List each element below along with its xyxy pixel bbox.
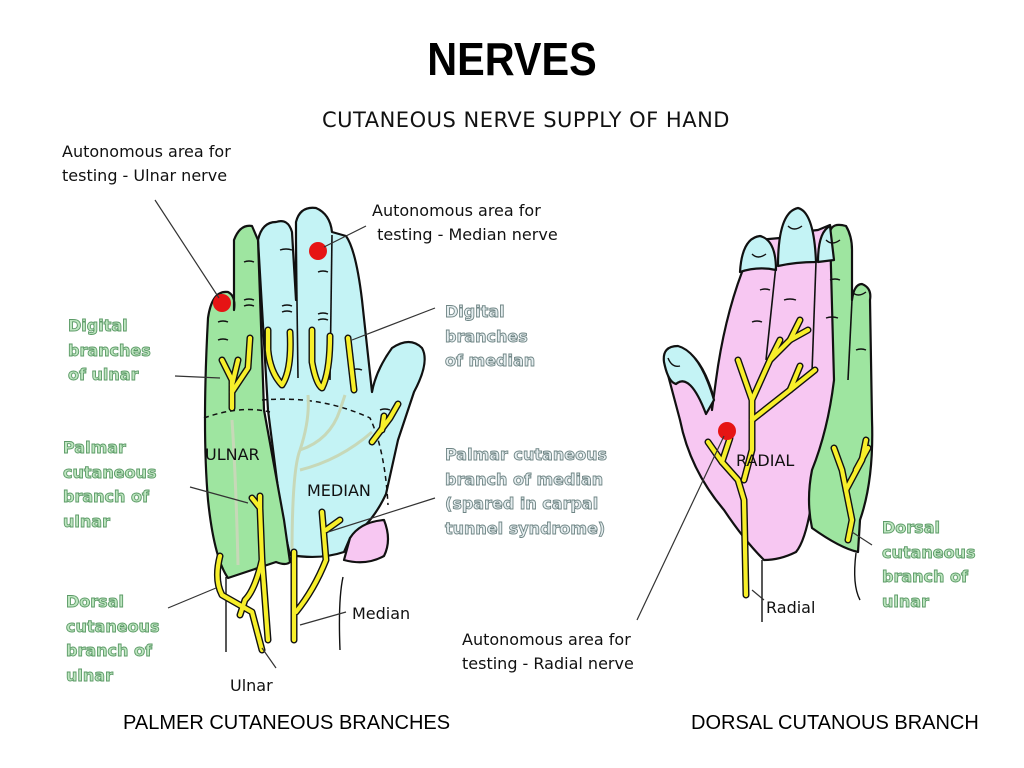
- thenar-pink-region: [342, 518, 390, 564]
- dorsal-leader-lines: [636, 435, 873, 621]
- diagram-subtitle: CUTANEOUS NERVE SUPPLY OF HAND: [322, 108, 730, 132]
- palmar-hand-drawing: [203, 206, 426, 652]
- callout-palmar-cutaneous-median: Palmar cutaneous branch of median (spare…: [445, 445, 608, 538]
- callout-ulnar-autonomous: Autonomous area for testing - Ulnar nerv…: [62, 142, 231, 185]
- forearm-outline-right: [338, 576, 344, 651]
- ulnar-autonomous-dot: [213, 294, 231, 312]
- callout-dorsal-cutaneous-ulnar-right: Dorsal cutaneous branch of ulnar: [882, 518, 976, 611]
- dorsal-nerves: [704, 316, 872, 599]
- radial-autonomous-dot: [718, 422, 736, 440]
- caption-dorsal: DORSAL CUTANOUS BRANCH: [691, 712, 979, 734]
- nerve-label-median: Median: [352, 604, 411, 623]
- ulnar-region: [203, 224, 292, 580]
- fingertip-blue-ring: [816, 224, 836, 264]
- callout-digital-branches-ulnar: Digital branches of ulnar: [68, 316, 152, 385]
- palmar-nerves: [213, 326, 402, 654]
- fingertip-blue-middle: [776, 206, 818, 268]
- dorsal-hand-drawing: [662, 206, 874, 622]
- fingertip-blue-index: [738, 234, 778, 274]
- nerve-fill: [215, 327, 401, 653]
- region-label-radial: RADIAL: [736, 451, 795, 470]
- thumb-tip-blue: [662, 344, 716, 416]
- region-label-median: MEDIAN: [307, 481, 371, 500]
- slide-title: NERVES: [427, 33, 597, 85]
- callout-radial-autonomous: Autonomous area for testing - Radial ner…: [462, 630, 634, 673]
- callout-digital-branches-median: Digital branches of median: [445, 302, 536, 371]
- palmar-leader-lines: [154, 199, 436, 669]
- callout-median-autonomous: Autonomous area for testing - Median ner…: [372, 201, 558, 244]
- callout-palmar-cutaneous-ulnar: Palmar cutaneous branch of ulnar: [63, 438, 157, 531]
- median-autonomous-dot: [309, 242, 327, 260]
- region-label-ulnar: ULNAR: [205, 445, 260, 464]
- callout-dorsal-cutaneous-ulnar: Dorsal cutaneous branch of ulnar: [66, 592, 160, 685]
- nerve-label-radial: Radial: [766, 598, 816, 617]
- caption-palmar: PALMER CUTANEOUS BRANCHES: [123, 712, 451, 734]
- nerve-label-ulnar: Ulnar: [230, 676, 273, 695]
